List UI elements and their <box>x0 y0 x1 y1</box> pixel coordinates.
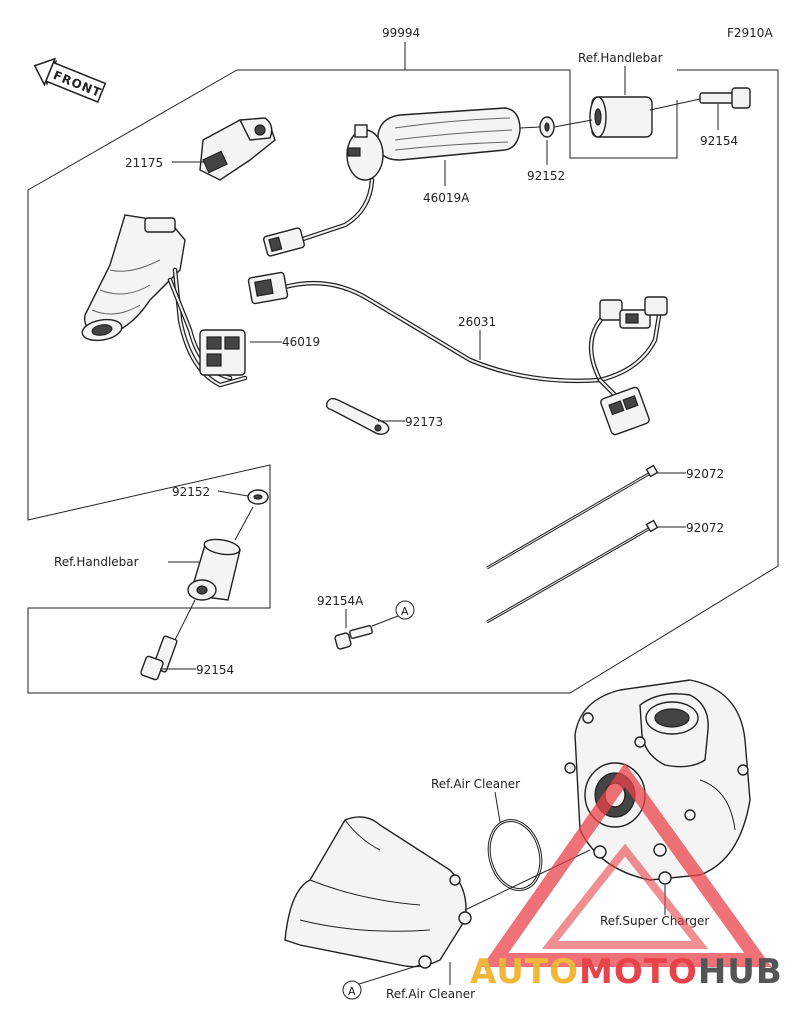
watermark-part-1: AUTO <box>470 952 579 992</box>
watermark-part-3: HUB <box>698 952 783 992</box>
label-washer-left: 92152 <box>172 485 210 499</box>
bolt-a <box>334 615 399 650</box>
watermark-part-2: MOTO <box>579 952 698 992</box>
label-ref-super-charger: Ref.Super Charger <box>600 914 709 928</box>
air-cleaner-housing <box>284 816 591 969</box>
marker-a-top <box>395 600 415 620</box>
label-grip-right: 46019A <box>423 191 470 205</box>
label-tie-2: 92072 <box>686 521 724 535</box>
label-kit: 99994 <box>382 26 420 40</box>
bolt-left <box>140 599 196 681</box>
marker-a-top-label: A <box>401 605 409 618</box>
label-washer-top: 92152 <box>527 169 565 183</box>
watermark: AUTOMOTOHUB <box>470 762 783 992</box>
grip-left <box>81 214 248 388</box>
svg-text:AUTOMOTOHUB: AUTOMOTOHUB <box>470 952 783 992</box>
label-grip-left: 46019 <box>282 335 320 349</box>
label-ref-handlebar-top: Ref.Handlebar <box>578 51 663 65</box>
leader-washer-left <box>217 490 249 497</box>
label-harness: 26031 <box>458 315 496 329</box>
marker-a-bottom-label: A <box>348 985 356 998</box>
leader-ref-air-cleaner-top <box>494 791 501 823</box>
switch <box>199 117 276 181</box>
label-tie-1: 92072 <box>686 467 724 481</box>
marker-a-bottom <box>342 980 362 1000</box>
label-ref-handlebar-left: Ref.Handlebar <box>54 555 139 569</box>
label-bolt-left: 92154 <box>196 663 234 677</box>
kit-frame-left <box>27 69 779 694</box>
washer-top <box>519 116 593 138</box>
washer-left <box>234 489 269 541</box>
harness <box>247 271 668 436</box>
o-ring <box>487 819 543 891</box>
label-ref-air-cleaner-top: Ref.Air Cleaner <box>431 777 520 791</box>
bar-end-weight-top <box>589 96 653 138</box>
cable-tie-1 <box>486 464 659 570</box>
bar-end-weight-left <box>187 538 241 601</box>
leader-marker-a-bottom <box>355 964 421 986</box>
super-charger <box>564 679 751 885</box>
bolt-top <box>649 87 751 111</box>
watermark-triangle-icon <box>481 762 772 967</box>
kit-frame <box>237 69 678 159</box>
front-arrow-icon: FRONT <box>33 57 107 103</box>
label-bolt-top: 92154 <box>700 134 738 148</box>
clamp <box>325 397 390 435</box>
cable-tie-2 <box>486 519 659 624</box>
label-switch: 21175 <box>125 156 163 170</box>
grip-right <box>263 107 521 257</box>
label-clamp: 92173 <box>405 415 443 429</box>
label-ref-air-cleaner-bottom: Ref.Air Cleaner <box>386 987 475 1001</box>
figure-code: F2910A <box>727 26 773 40</box>
label-bolt-a: 92154A <box>317 594 364 608</box>
